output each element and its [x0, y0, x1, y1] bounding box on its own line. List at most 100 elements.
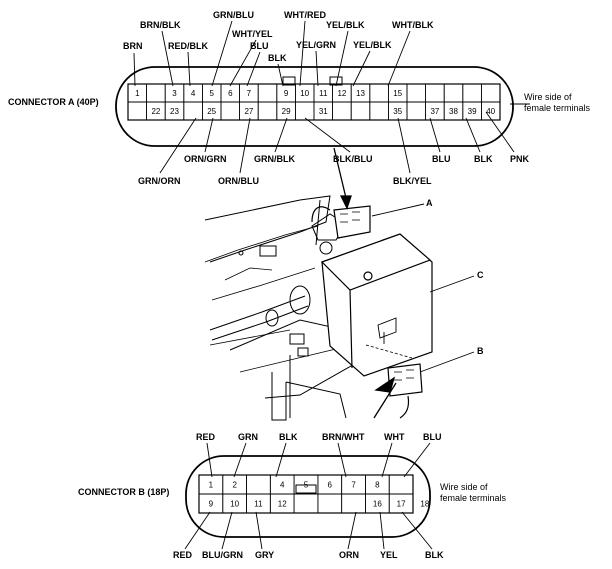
- callout-b: B: [477, 346, 484, 356]
- connector-a-bottom-cell: [294, 101, 315, 121]
- connector-a-top-pin-3: 3: [172, 89, 177, 98]
- wire-label-a9: BLK: [268, 53, 287, 63]
- wire-label-a10: WHT/RED: [284, 10, 326, 20]
- wire-label-a13: YEL/BLK: [353, 40, 392, 50]
- connector-a-top-pin-6: 6: [228, 89, 233, 98]
- connector-b-top-pin-8: 8: [375, 481, 380, 490]
- wire-label-a35: BLU: [432, 154, 451, 164]
- wire-label-b1: RED: [196, 432, 216, 442]
- wire-label-b18: BLK: [425, 550, 444, 560]
- wire-label-b17: YEL: [380, 550, 398, 560]
- connector-a-top-pin-4: 4: [191, 89, 196, 98]
- connector-b-bottom-pin-17: 17: [397, 500, 406, 509]
- wire-label-a25: ORN/BLU: [218, 176, 259, 186]
- connector-b-bottom-pin-10: 10: [230, 500, 239, 509]
- connector-a-top-cell: [462, 83, 482, 103]
- wire-label-b4: BLK: [279, 432, 298, 442]
- connector-a-bottom-cell: [127, 101, 148, 121]
- wire-label-b16: ORN: [339, 550, 359, 560]
- connector-a-top-cell: [406, 83, 427, 103]
- connector-b-bottom-pin-11: 11: [254, 500, 263, 509]
- connector-a-bottom-pin-39: 39: [468, 107, 477, 116]
- callout-c: C: [477, 270, 484, 280]
- connector-b-top-pin-7: 7: [351, 481, 356, 490]
- connector-b-bottom-pin-12: 12: [278, 500, 287, 509]
- wire-label-b10: BLU/GRN: [202, 550, 243, 560]
- wire-label-a29: BLK/BLU: [333, 154, 373, 164]
- connector-a-bottom-cell: [332, 101, 352, 121]
- control-unit: [320, 233, 433, 377]
- connector-b-caption-2: female terminals: [440, 493, 507, 503]
- connector-a-bottom-pin-22: 22: [151, 107, 160, 116]
- wire-label-a5: GRN/BLU: [213, 10, 254, 20]
- wire-label-a12: YEL/BLK: [326, 20, 365, 30]
- connector-a-top-cell: [146, 83, 166, 103]
- connector-b-bottom-pin-16: 16: [373, 500, 382, 509]
- wire-label-b5: BRN/WHT: [322, 432, 365, 442]
- connector-b-bottom-cell: [317, 493, 343, 514]
- wire-label-b2: GRN: [238, 432, 258, 442]
- connector-a-leader-lines: [133, 20, 530, 174]
- connector-a-bottom-pin-31: 31: [319, 107, 328, 116]
- connector-a-bottom-cell: [257, 101, 278, 121]
- connector-a-bottom-cell: [183, 101, 203, 121]
- connector-a-top-pin-5: 5: [209, 89, 214, 98]
- connector-b-top-pin-6: 6: [328, 481, 333, 490]
- wire-label-a39: PNK: [510, 154, 530, 164]
- wire-label-b8: BLU: [423, 432, 442, 442]
- connector-b-bottom-pin-9: 9: [209, 500, 214, 509]
- connector-b-caption-1: Wire side of: [440, 482, 488, 492]
- connector-a-title: CONNECTOR A (40P): [8, 97, 99, 107]
- wire-label-a37: BLK: [474, 154, 493, 164]
- connector-a-top-cell: [443, 83, 464, 103]
- connector-b-top-pin-1: 1: [209, 481, 214, 490]
- connector-a-plug: [311, 205, 371, 239]
- wire-label-a6: WHT/YEL: [232, 29, 273, 39]
- wire-label-a22: GRN/ORN: [138, 176, 181, 186]
- connector-b-top-cell: [388, 474, 414, 495]
- connector-a-bottom-pin-37: 37: [430, 107, 439, 116]
- wire-label-a3: BRN/BLK: [140, 20, 181, 30]
- connector-b-bottom-cell: [293, 493, 319, 514]
- connector-a-bottom-pin-40: 40: [486, 107, 495, 116]
- connector-b-title: CONNECTOR B (18P): [78, 487, 169, 497]
- callout-lines: [371, 203, 475, 373]
- wire-label-b11: GRY: [255, 550, 274, 560]
- connector-b-plug: [387, 363, 423, 419]
- connector-a-top-pin-7: 7: [247, 89, 252, 98]
- callout-a: A: [426, 198, 433, 208]
- connector-a-bottom-pin-29: 29: [282, 107, 291, 116]
- connector-a-bottom-pin-35: 35: [393, 107, 402, 116]
- connector-a-bottom-pin-27: 27: [244, 107, 253, 116]
- connector-b-bottom-pin-18: 18: [420, 500, 429, 509]
- connector-arrows: [333, 147, 397, 419]
- connector-a-top-cell: [369, 83, 389, 103]
- wire-label-a7: BLU: [250, 41, 269, 51]
- connector-a-top-pin-11: 11: [319, 89, 328, 98]
- connector-a-bottom-pin-23: 23: [170, 107, 179, 116]
- connector-b-top-pin-4: 4: [280, 481, 285, 490]
- connector-b-leader-lines: [184, 442, 433, 550]
- wire-label-a27: GRN/BLK: [254, 154, 295, 164]
- connector-a-bottom-cell: [369, 101, 389, 121]
- wire-label-b7: WHT: [384, 432, 405, 442]
- wire-label-a4: RED/BLK: [168, 41, 208, 51]
- connector-a-top-pin-12: 12: [337, 89, 346, 98]
- connector-a-bottom-pin-38: 38: [449, 107, 458, 116]
- connector-a-top-pin-10: 10: [300, 89, 309, 98]
- connector-a-bottom-cell: [480, 101, 501, 121]
- connector-a-top-pin-13: 13: [356, 89, 365, 98]
- connector-a-bottom-cell: [220, 101, 241, 121]
- dashboard-illustration: [204, 195, 359, 421]
- connector-a-top-cell: [257, 83, 278, 103]
- connector-b-bottom-cell: [341, 493, 366, 514]
- wire-label-a11: YEL/GRN: [296, 40, 336, 50]
- connector-b-top-pin-5: 5: [304, 481, 309, 490]
- wire-label-a31: BLK/YEL: [393, 176, 432, 186]
- connector-b-bottom-cell: [388, 493, 414, 514]
- connector-a-top-cell: [425, 83, 445, 103]
